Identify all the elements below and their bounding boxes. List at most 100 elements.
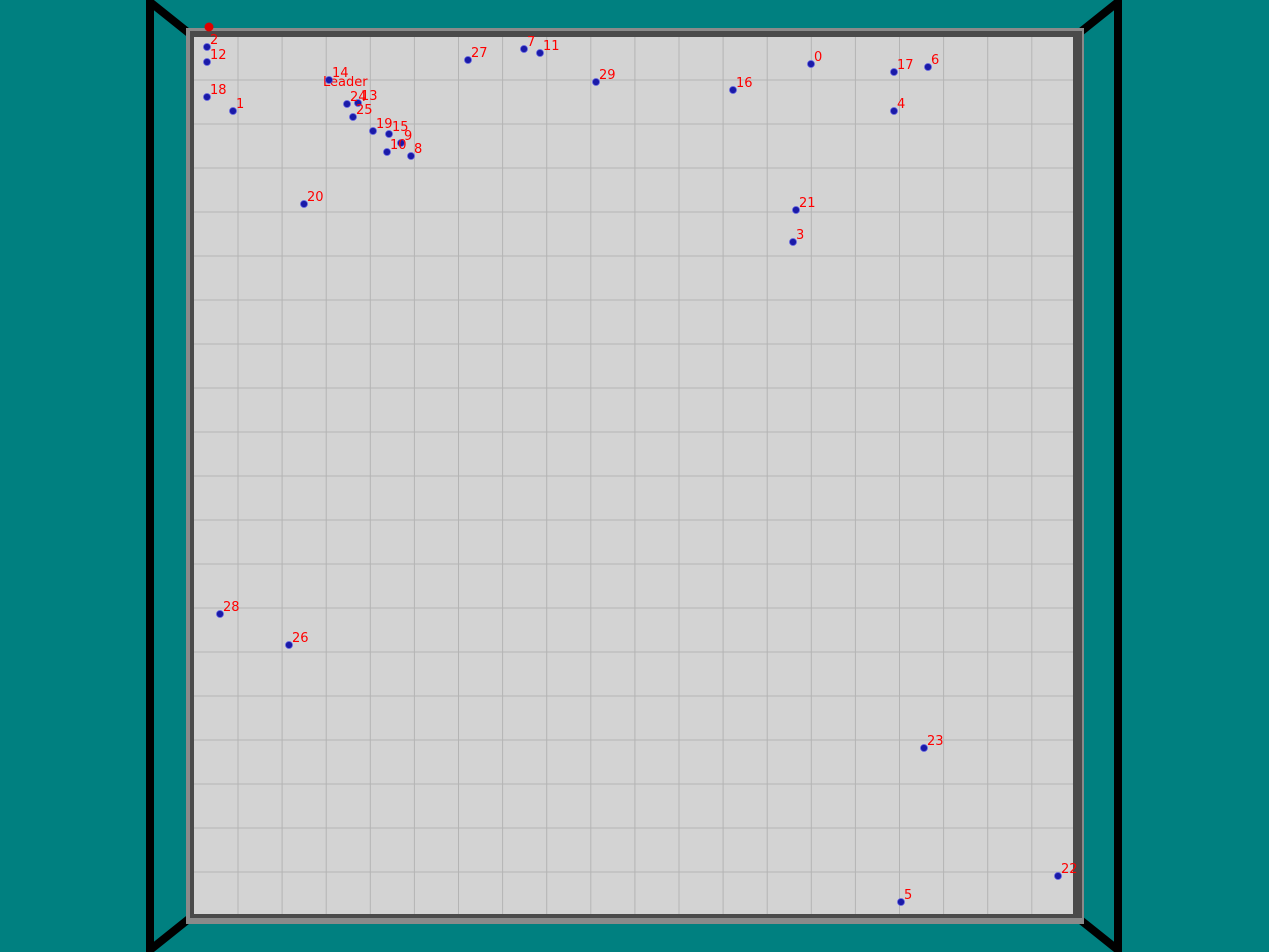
- agent-21[interactable]: 21: [792, 196, 816, 214]
- target-marker[interactable]: [204, 22, 214, 32]
- agent-marker[interactable]: [369, 127, 377, 135]
- agent-11[interactable]: 11: [536, 39, 560, 57]
- agent-29[interactable]: 29: [592, 68, 616, 86]
- agent-12[interactable]: 12: [203, 48, 227, 66]
- agent-7[interactable]: 7: [520, 35, 536, 53]
- agent-label: 5: [904, 888, 912, 903]
- agent-marker[interactable]: [792, 206, 800, 214]
- right-bottom-diagonal: [1075, 914, 1121, 952]
- agent-label: 1: [236, 97, 244, 112]
- agent-marker[interactable]: [203, 43, 211, 51]
- agent-18[interactable]: 18: [203, 83, 227, 101]
- agent-16[interactable]: 16: [729, 76, 753, 94]
- agent-label: 18: [210, 83, 227, 98]
- agent-label: 4: [897, 97, 905, 112]
- agent-label: 24: [350, 90, 367, 105]
- agent-marker[interactable]: [229, 107, 237, 115]
- right-top-diagonal: [1075, 0, 1121, 38]
- agent-marker[interactable]: [520, 45, 528, 53]
- agent-label: 26: [292, 631, 309, 646]
- agent-10[interactable]: 10: [383, 138, 407, 156]
- leader-label: Leader: [323, 75, 368, 90]
- agent-label: 22: [1061, 862, 1078, 877]
- agent-marker[interactable]: [789, 238, 797, 246]
- agent-marker[interactable]: [536, 49, 544, 57]
- agent-label: 16: [736, 76, 753, 91]
- agent-label: 0: [814, 50, 822, 65]
- right-wall: [1114, 0, 1122, 952]
- agent-8[interactable]: 8: [407, 142, 423, 160]
- agent-marker[interactable]: [349, 113, 357, 121]
- agent-6[interactable]: 6: [924, 53, 940, 71]
- agent-26[interactable]: 26: [285, 631, 309, 649]
- agent-marker[interactable]: [924, 63, 932, 71]
- left-top-diagonal: [147, 0, 193, 38]
- agent-label: 29: [599, 68, 616, 83]
- agent-5[interactable]: 5: [897, 888, 913, 906]
- agent-label: 20: [307, 190, 324, 205]
- agent-17[interactable]: 17: [890, 58, 914, 76]
- agent-marker[interactable]: [464, 56, 472, 64]
- agent-marker[interactable]: [890, 68, 898, 76]
- agent-label: 3: [796, 228, 804, 243]
- agent-22[interactable]: 22: [1054, 862, 1078, 880]
- agent-marker[interactable]: [300, 200, 308, 208]
- agent-label: 28: [223, 600, 240, 615]
- agent-1[interactable]: 1: [229, 97, 245, 115]
- agent-marker[interactable]: [920, 744, 928, 752]
- agent-label: 7: [527, 35, 535, 50]
- agent-label: 14: [332, 66, 349, 81]
- agent-marker[interactable]: [203, 93, 211, 101]
- agent-25[interactable]: 25: [349, 103, 373, 121]
- agent-marker[interactable]: [203, 58, 211, 66]
- agent-15[interactable]: 15: [385, 120, 409, 138]
- agent-marker[interactable]: [325, 76, 333, 84]
- agent-label: 13: [361, 89, 378, 104]
- agent-19[interactable]: 19: [369, 117, 393, 135]
- agent-label: 23: [927, 734, 944, 749]
- agent-label: 25: [356, 103, 373, 118]
- left-bottom-diagonal: [147, 914, 193, 952]
- agent-23[interactable]: 23: [920, 734, 944, 752]
- agent-label: 12: [210, 48, 227, 63]
- agent-marker[interactable]: [216, 610, 224, 618]
- agent-13[interactable]: 13: [354, 89, 378, 107]
- agent-4[interactable]: 4: [890, 97, 906, 115]
- agent-marker[interactable]: [354, 99, 362, 107]
- agent-label: 8: [414, 142, 422, 157]
- agent-0[interactable]: 0: [807, 50, 823, 68]
- agent-label: 2: [210, 33, 218, 48]
- agent-9[interactable]: 9: [397, 129, 413, 147]
- agent-marker[interactable]: [592, 78, 600, 86]
- agent-marker[interactable]: [285, 641, 293, 649]
- left-wall: [146, 0, 154, 952]
- agent-label: 21: [799, 196, 816, 211]
- agent-marker[interactable]: [897, 898, 905, 906]
- agent-marker[interactable]: [385, 130, 393, 138]
- agent-marker[interactable]: [397, 139, 405, 147]
- agent-marker[interactable]: [807, 60, 815, 68]
- agent-marker[interactable]: [890, 107, 898, 115]
- agent-20[interactable]: 20: [300, 190, 324, 208]
- agent-28[interactable]: 28: [216, 600, 240, 618]
- agent-label: 19: [376, 117, 393, 132]
- agent-label: 27: [471, 46, 488, 61]
- agent-14[interactable]: 14: [325, 66, 349, 84]
- agent-marker[interactable]: [343, 100, 351, 108]
- agent-label: 6: [931, 53, 939, 68]
- agent-label: 9: [404, 129, 412, 144]
- arena-walls: [146, 0, 1122, 952]
- agent-marker[interactable]: [1054, 872, 1062, 880]
- floor-grid: [194, 37, 1073, 914]
- agent-marker[interactable]: [407, 152, 415, 160]
- agent-2[interactable]: 2: [203, 33, 219, 51]
- agent-27[interactable]: 27: [464, 46, 488, 64]
- agent-label: 15: [392, 120, 409, 135]
- agent-24[interactable]: 24: [343, 90, 367, 108]
- agent-label: 10: [390, 138, 407, 153]
- agent-3[interactable]: 3: [789, 228, 805, 246]
- agent-marker[interactable]: [729, 86, 737, 94]
- agent-marker[interactable]: [383, 148, 391, 156]
